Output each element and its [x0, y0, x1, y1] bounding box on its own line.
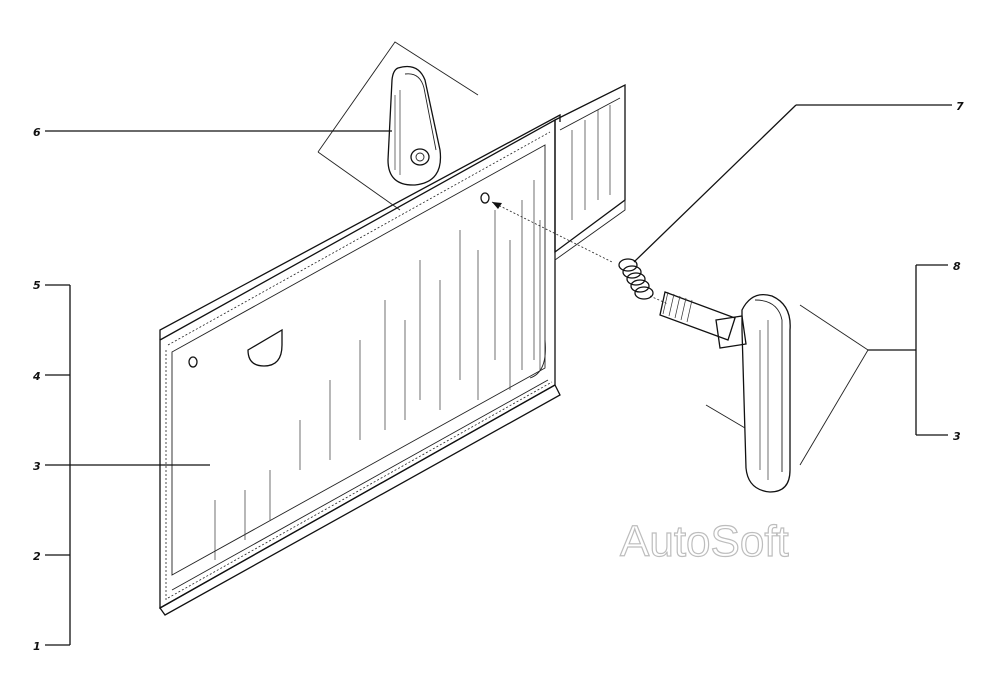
callout-7: 7: [956, 100, 964, 113]
right-callout-bracket: [868, 264, 948, 436]
left-callout-bracket: [45, 284, 210, 646]
watermark-text: AutoSoft: [620, 517, 789, 566]
callout-4: 4: [32, 370, 41, 383]
spring: [618, 258, 654, 300]
escutcheon-inset: [317, 41, 479, 211]
callout-3-left: 3: [33, 460, 41, 473]
callout-5: 5: [33, 279, 41, 292]
door-trim-panel: [159, 113, 561, 616]
callout-3-right: 3: [953, 430, 961, 443]
callout-8: 8: [953, 260, 961, 273]
callout-1: 1: [33, 640, 41, 653]
callout-7-leader: [633, 104, 952, 263]
callout-6: 6: [33, 126, 41, 139]
window-winder-handle: [659, 291, 869, 493]
door-inner-frame: [554, 83, 626, 261]
callout-2: 2: [33, 550, 41, 563]
